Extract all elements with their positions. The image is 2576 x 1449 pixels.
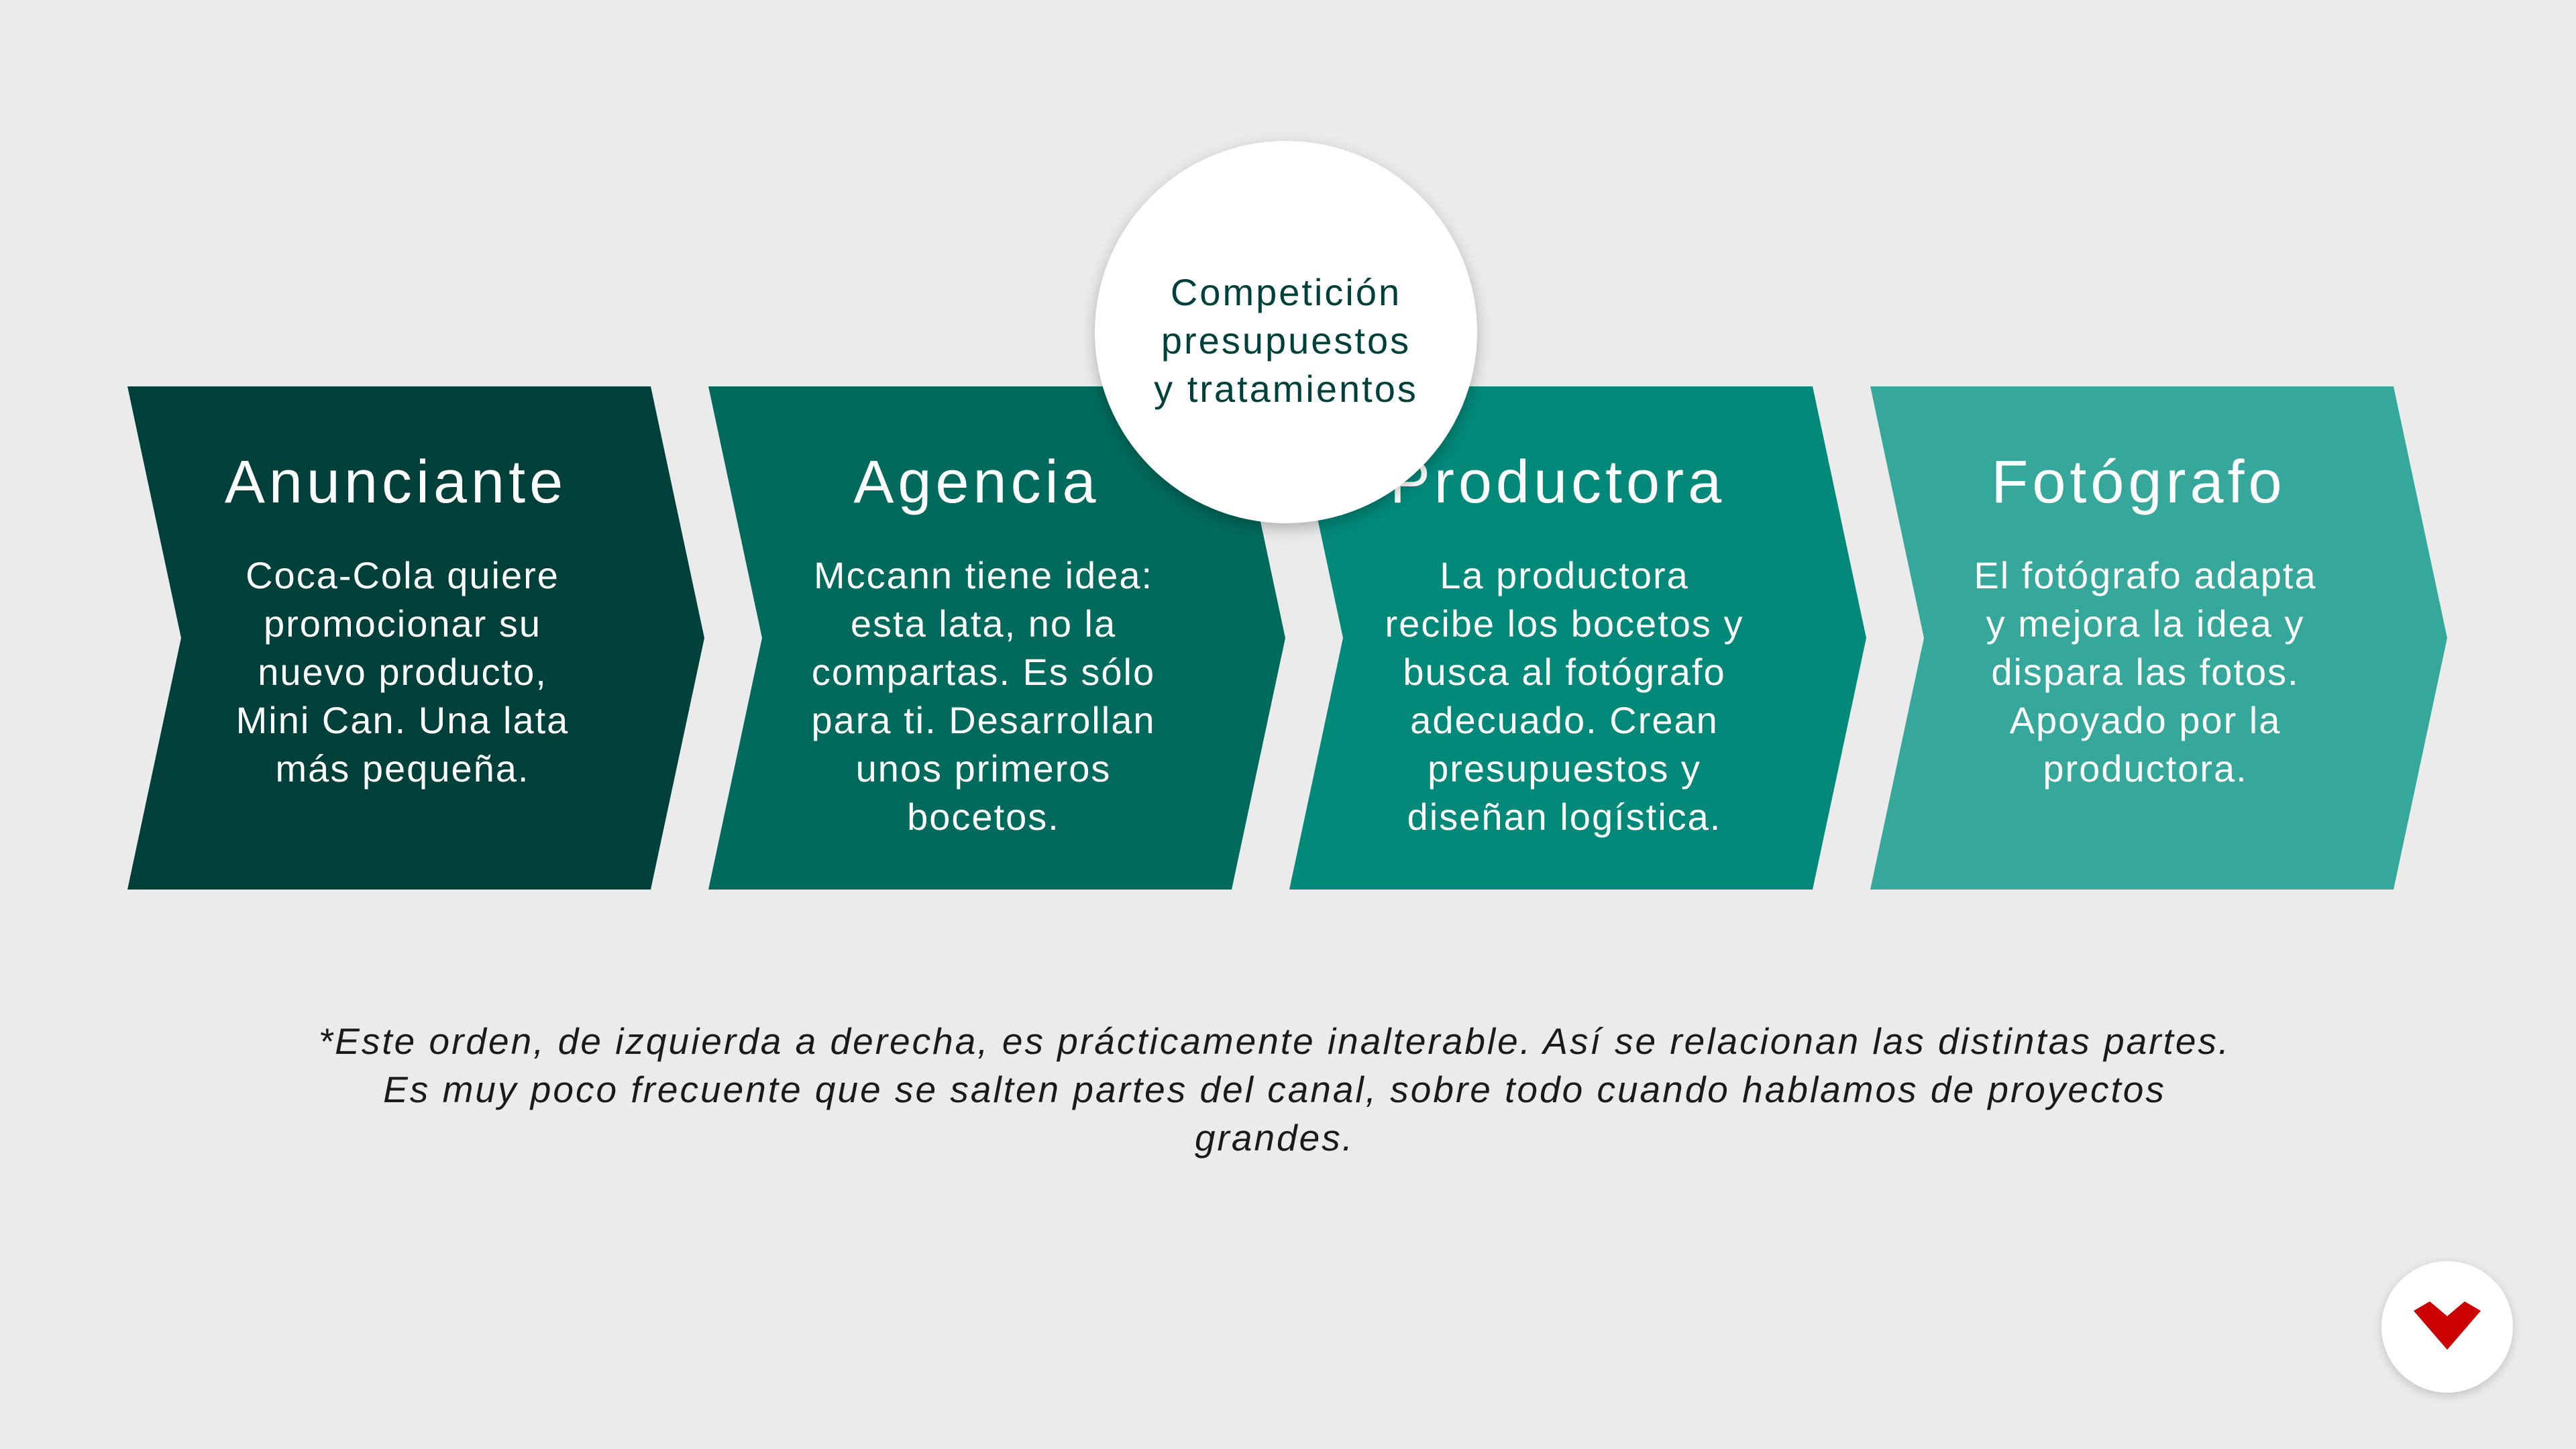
stage-description-line: adecuado. Crean xyxy=(1410,699,1719,741)
stage-description-line: nuevo producto, xyxy=(258,651,547,693)
stage-description-line: compartas. Es sólo xyxy=(811,651,1156,693)
callout-line: Competición xyxy=(1170,271,1402,313)
footnote: *Este orden, de izquierda a derecha, es … xyxy=(134,1017,2415,1162)
stage-description-line: Apoyado por la xyxy=(2009,699,2282,741)
stage-description: Coca-Cola quiere promocionar su nuevo pr… xyxy=(208,551,597,793)
stage-description-line: productora. xyxy=(2043,747,2248,790)
brand-logo-icon xyxy=(2414,1301,2481,1350)
stage-anunciante: Anunciante Coca-Cola quiere promocionar … xyxy=(127,386,704,890)
stage-fotografo: Fotógrafo El fotógrafo adapta y mejora l… xyxy=(1870,386,2447,890)
stage-description-line: promocionar su xyxy=(264,602,541,645)
footnote-line: grandes. xyxy=(1194,1117,1355,1159)
stage-title: Fotógrafo xyxy=(1991,449,2286,516)
stage-title: Anunciante xyxy=(224,449,568,516)
footnote-line: *Este orden, de izquierda a derecha, es … xyxy=(318,1020,2231,1062)
stage-description-line: para ti. Desarrollan xyxy=(811,699,1156,741)
stage-description: Mccann tiene idea: esta lata, no la comp… xyxy=(789,551,1178,841)
brand-logo xyxy=(2381,1261,2513,1393)
stage-description-line: unos primeros xyxy=(855,747,1112,790)
stage-description-line: diseñan logística. xyxy=(1407,796,1722,838)
stage-description-line: La productora xyxy=(1440,554,1689,596)
stage-description-line: más pequeña. xyxy=(275,747,530,790)
stage-description: La productora recibe los bocetos y busca… xyxy=(1370,551,1759,841)
stage-description-line: dispara las fotos. xyxy=(1991,651,2300,693)
stage-description-line: presupuestos y xyxy=(1428,747,1701,790)
footnote-line: Es muy poco frecuente que se salten part… xyxy=(383,1069,2166,1110)
stage-description-line: recibe los bocetos y xyxy=(1385,602,1744,645)
callout-line: y tratamientos xyxy=(1154,368,1418,410)
stage-description-line: Mini Can. Una lata xyxy=(235,699,570,741)
stage-description-line: bocetos. xyxy=(907,796,1060,838)
stage-description-line: busca al fotógrafo xyxy=(1403,651,1726,693)
callout-circle: Competición presupuestos y tratamientos xyxy=(1095,141,1477,523)
stage-description-line: Coca-Cola quiere xyxy=(246,554,559,596)
stage-description: El fotógrafo adapta y mejora la idea y d… xyxy=(1951,551,2340,793)
stage-description-line: y mejora la idea y xyxy=(1986,602,2305,645)
stage-description-line: esta lata, no la xyxy=(850,602,1117,645)
stage-description-line: Mccann tiene idea: xyxy=(813,554,1154,596)
callout-line: presupuestos xyxy=(1161,319,1411,362)
stage-title: Agencia xyxy=(853,449,1100,516)
stage-title: Productora xyxy=(1389,449,1726,516)
stage-description-line: El fotógrafo adapta xyxy=(1974,554,2317,596)
